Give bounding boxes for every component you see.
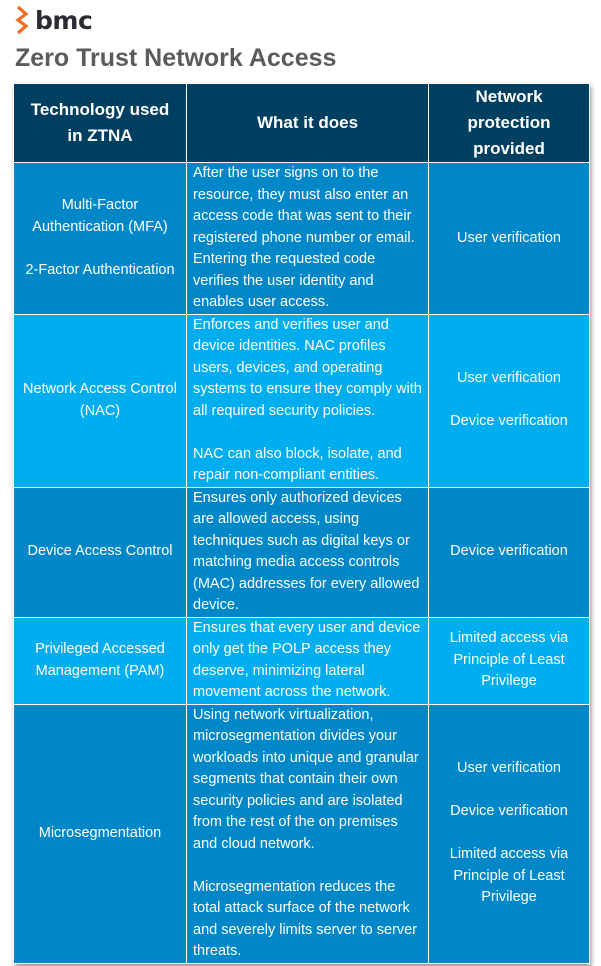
technology-name: Privileged Accessed Management (PAM) bbox=[35, 641, 165, 679]
table-header-row: Technology used in ZTNA What it does Net… bbox=[13, 83, 590, 163]
header-what-it-does: What it does bbox=[186, 83, 429, 163]
technology-cell: Network Access Control (NAC) bbox=[13, 313, 187, 488]
bmc-logo: bmc bbox=[14, 4, 93, 36]
technology-cell: Device Access Control bbox=[13, 486, 187, 618]
protection-text: User verification bbox=[457, 370, 561, 387]
protection-cell: User verification Device verification bbox=[428, 313, 590, 488]
page-title: Zero Trust Network Access bbox=[15, 44, 337, 72]
description-text: NAC can also block, isolate, and repair … bbox=[193, 445, 402, 484]
technology-name: Multi-Factor Authentication (MFA) bbox=[32, 197, 168, 235]
description-text: Ensures that every user and device only … bbox=[193, 619, 421, 701]
description-text: After the user signs on to the resource,… bbox=[193, 165, 415, 310]
protection-cell: User verification Device verification Li… bbox=[428, 703, 590, 964]
protection-cell: User verification bbox=[428, 162, 590, 315]
technology-cell: Privileged Accessed Management (PAM) bbox=[13, 616, 187, 705]
description-cell: Ensures only authorized devices are allo… bbox=[186, 486, 429, 618]
protection-text: Limited access via Principle of Least Pr… bbox=[449, 846, 569, 906]
protection-text: User verification bbox=[457, 760, 561, 777]
header-protection: Network protection provided bbox=[428, 83, 590, 163]
description-text: Ensures only authorized devices are allo… bbox=[193, 489, 420, 614]
table-row: Privileged Accessed Management (PAM) Ens… bbox=[13, 616, 590, 705]
bmc-logo-icon bbox=[15, 5, 29, 35]
technology-cell: Microsegmentation bbox=[13, 703, 187, 964]
table-row: Multi-Factor Authentication (MFA) 2-Fact… bbox=[13, 162, 590, 315]
ztna-table: Technology used in ZTNA What it does Net… bbox=[13, 83, 590, 964]
protection-cell: Limited access via Principle of Least Pr… bbox=[428, 616, 590, 705]
technology-cell: Multi-Factor Authentication (MFA) 2-Fact… bbox=[13, 162, 187, 315]
technology-name: Device Access Control bbox=[27, 543, 173, 560]
header-technology: Technology used in ZTNA bbox=[13, 83, 187, 163]
description-text: Enforces and verifies user and device id… bbox=[193, 316, 422, 419]
table-row: Device Access Control Ensures only autho… bbox=[13, 486, 590, 618]
protection-text: User verification bbox=[457, 229, 561, 246]
table-row: Network Access Control (NAC) Enforces an… bbox=[13, 313, 590, 488]
technology-name: Network Access Control (NAC) bbox=[23, 381, 177, 419]
protection-text: Limited access via Principle of Least Pr… bbox=[449, 630, 569, 690]
technology-name: Microsegmentation bbox=[38, 824, 162, 841]
table-row: Microsegmentation Using network virtuali… bbox=[13, 703, 590, 964]
description-cell: After the user signs on to the resource,… bbox=[186, 162, 429, 315]
description-cell: Using network virtualization, microsegme… bbox=[186, 703, 429, 964]
description-text: Using network virtualization, microsegme… bbox=[193, 706, 419, 852]
bmc-logo-text: bmc bbox=[35, 5, 93, 35]
protection-cell: Device verification bbox=[428, 486, 590, 618]
technology-name: 2-Factor Authentication bbox=[25, 261, 175, 278]
description-cell: Ensures that every user and device only … bbox=[186, 616, 429, 705]
protection-text: Device verification bbox=[450, 413, 568, 430]
description-text: Microsegmentation reduces the total atta… bbox=[193, 878, 418, 960]
protection-text: Device verification bbox=[450, 543, 568, 560]
protection-text: Device verification bbox=[450, 803, 568, 820]
description-cell: Enforces and verifies user and device id… bbox=[186, 313, 429, 488]
